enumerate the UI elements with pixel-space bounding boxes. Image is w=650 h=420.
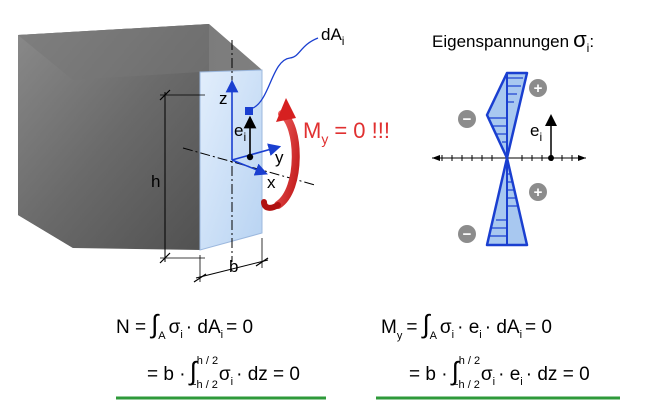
x-axis-arrow [231, 159, 268, 176]
y-axis-arrow [231, 143, 282, 161]
b-label: b [229, 257, 238, 276]
area-element-square [245, 107, 253, 115]
z-label: z [219, 89, 228, 108]
sign-plus-bottom: + [529, 183, 547, 201]
formula-left-line2: = b ·∫h / 2−h / 2σi· dz = 0 [147, 355, 300, 391]
dimension-b: b [193, 238, 269, 283]
lever-arm-ei: ei [234, 115, 257, 161]
ei-label: ei [234, 121, 246, 144]
svg-text:−: − [463, 226, 472, 243]
svg-text:+: + [534, 184, 543, 201]
sign-minus-upper: − [458, 110, 476, 128]
beam-body [18, 24, 209, 250]
h-label: h [151, 172, 160, 191]
svg-text:+: + [534, 80, 543, 97]
svg-text:−: − [463, 111, 472, 128]
dA-label: dAi [321, 25, 344, 48]
sign-plus-top: + [529, 79, 547, 97]
stress-ei-label: ei [530, 121, 542, 144]
dimension-h: h [151, 89, 205, 264]
area-element: dAi [245, 25, 344, 115]
x-label: x [267, 173, 276, 192]
sign-minus-lower: − [458, 225, 476, 243]
moment-arrow [261, 98, 300, 211]
centroid-dot [246, 153, 254, 161]
section-axes: z y x [219, 79, 284, 192]
beam-3d [18, 24, 316, 262]
leader-line [252, 37, 319, 109]
stress-hatch-arrows [489, 77, 523, 237]
formula-right-line2: = b ·∫h / 2−h / 2σi· ei· dz = 0 [409, 355, 590, 391]
moment-zero-label: My= 0 !!! [303, 118, 390, 147]
cross-section [199, 69, 263, 251]
moment-arrowhead [276, 98, 296, 122]
y-label: y [275, 148, 284, 167]
